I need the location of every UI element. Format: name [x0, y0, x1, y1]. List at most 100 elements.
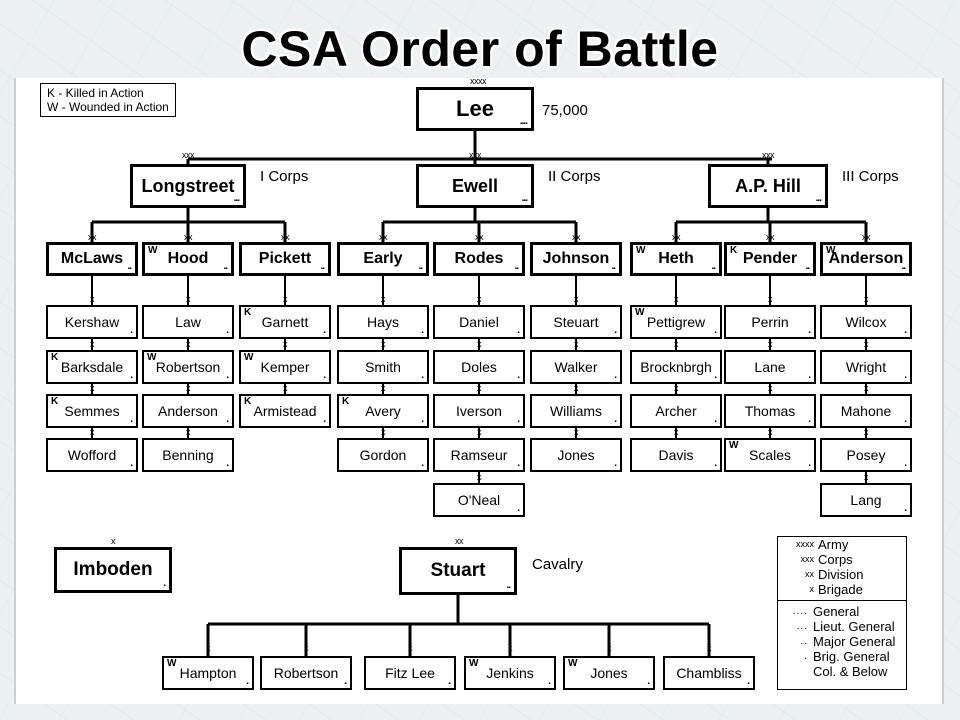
brigade-box-mahone: Mahone. [820, 394, 912, 428]
division-box-johnson: Johnson.. [530, 242, 622, 276]
rank-dots: .... [519, 116, 528, 127]
echelon-symbol: x [864, 339, 869, 349]
rank-dots: .. [223, 261, 227, 272]
box-label: Williams [549, 403, 603, 419]
corps-label: III Corps [842, 168, 899, 185]
corps-box-ewell: Ewell... [416, 164, 534, 208]
legend-label: Division [818, 567, 864, 582]
box-label: Kershaw [64, 314, 120, 330]
division-box-early: Early.. [337, 242, 429, 276]
echelon-symbol: x [381, 383, 386, 393]
brigade-box-jones: Jones. [530, 438, 622, 472]
rank-dots: . [323, 370, 326, 381]
wounded-mark: W [148, 245, 158, 256]
legend-label: General [813, 604, 860, 619]
legend-dots: .... [792, 606, 808, 617]
box-label: Thomas [744, 403, 796, 419]
legend-row: ...Lieut. General [778, 619, 906, 634]
rank-dots: . [548, 676, 551, 687]
brigade-box-daniel: Daniel. [433, 305, 525, 339]
rank-dots: . [421, 370, 424, 381]
rank-dots: . [130, 370, 133, 381]
wounded-mark: W [636, 245, 646, 256]
rank-dots: . [517, 414, 520, 425]
box-label: Early [363, 250, 403, 267]
rank-dots: . [714, 325, 717, 336]
box-label: Pickett [258, 250, 312, 267]
rank-dots: . [517, 503, 520, 514]
echelon-symbol: xx [766, 232, 775, 242]
echelon-symbol: xx [862, 232, 871, 242]
rank-dots: . [614, 458, 617, 469]
rank-dots: . [130, 458, 133, 469]
legend-label: Lieut. General [813, 619, 895, 634]
rank-dots: . [904, 414, 907, 425]
brigade-box-wofford: Wofford. [46, 438, 138, 472]
box-label: Brocknbrgh [640, 359, 712, 375]
box-label: Gordon [359, 447, 407, 463]
box-label: Jones [590, 665, 628, 681]
box-label: Archer [655, 403, 697, 419]
box-label: Perrin [751, 314, 789, 330]
rank-dots: . [421, 414, 424, 425]
killed-mark: K [342, 396, 350, 407]
echelon-symbol: x [283, 294, 288, 304]
killed-mark: K [730, 245, 738, 256]
brigade-box-wilcox: Wilcox. [820, 305, 912, 339]
echelon-symbol: x [674, 294, 679, 304]
legend-row: .... General [778, 604, 906, 619]
rank-dots: . [517, 370, 520, 381]
cavalry-label: Cavalry [532, 556, 583, 573]
rank-dots: . [614, 325, 617, 336]
corps-box-longstreet: Longstreet... [130, 164, 246, 208]
rank-dots: . [714, 458, 717, 469]
box-label: McLaws [60, 250, 124, 267]
box-label: Lee [456, 96, 494, 121]
wounded-mark: W [244, 352, 254, 363]
box-label: Stuart [430, 560, 486, 581]
rank-dots: . [808, 458, 811, 469]
rank-dots: .. [611, 261, 615, 272]
box-label: Hood [167, 250, 209, 267]
rank-dots: .. [711, 261, 715, 272]
brigade-box-barksdale: Barksdale. K [46, 350, 138, 384]
echelon-symbol: xx [475, 232, 484, 242]
killed-mark: K [244, 396, 252, 407]
echelon-symbol: x [186, 427, 191, 437]
brigade-box-o-neal: O'Neal. [433, 483, 525, 517]
army-strength: 75,000 [542, 102, 588, 119]
box-label: Wofford [67, 447, 117, 463]
box-label: Kemper [260, 359, 310, 375]
legend-symbol: xxxx [796, 539, 814, 549]
box-label: Jones [557, 447, 595, 463]
echelon-symbol: x [283, 383, 288, 393]
brigade-box-lang: Lang. [820, 483, 912, 517]
box-label: Chambliss [676, 665, 742, 681]
echelon-symbol: xx [88, 232, 97, 242]
rank-dots: . [226, 370, 229, 381]
echelon-symbol: x [381, 294, 386, 304]
echelon-symbol: x [864, 383, 869, 393]
echelon-symbol: x [768, 383, 773, 393]
division-box-pender: Pender..K [724, 242, 816, 276]
legend-dots: . [804, 651, 808, 662]
rank-dots: .. [514, 261, 518, 272]
cavalry-brigade-chambliss: Chambliss. [663, 656, 755, 690]
echelon-symbol: x [607, 643, 612, 653]
rank-dots: . [714, 370, 717, 381]
echelon-symbol: xx [572, 232, 581, 242]
killed-mark: K [51, 352, 59, 363]
echelon-symbol: xx [184, 232, 193, 242]
echelon-symbol: x [574, 383, 579, 393]
corps-label: II Corps [548, 168, 601, 185]
division-box-pickett: Pickett.. [239, 242, 331, 276]
echelon-symbol: xxx [762, 150, 775, 160]
box-label: Anderson [158, 403, 218, 419]
box-label: Daniel [459, 314, 499, 330]
echelon-symbol: x [768, 339, 773, 349]
box-label: Barksdale [60, 359, 124, 375]
box-label: Wright [845, 359, 887, 375]
echelon-symbol: x [864, 427, 869, 437]
brigade-box-steuart: Steuart. [530, 305, 622, 339]
